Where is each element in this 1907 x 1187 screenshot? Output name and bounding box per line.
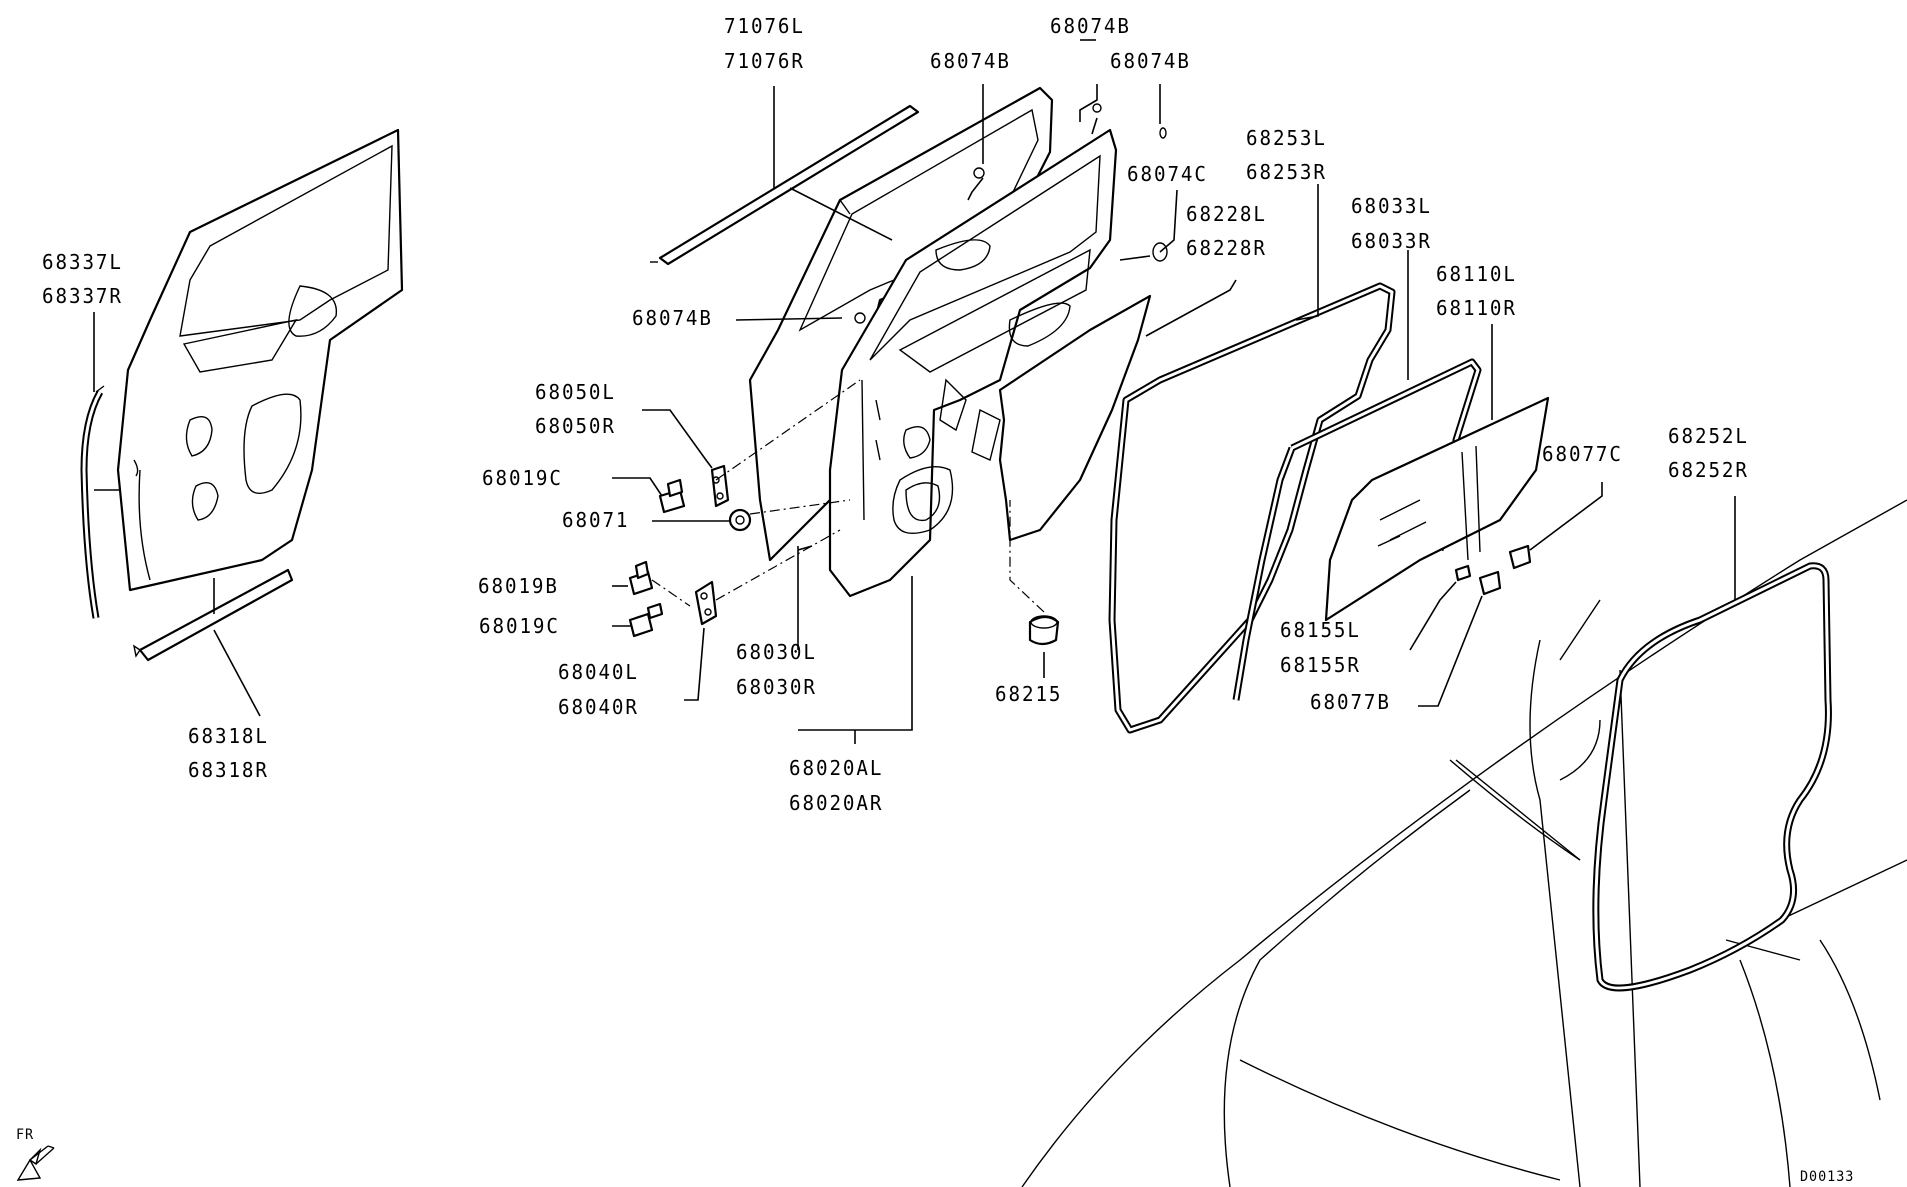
door-glass-68110 <box>1324 396 1550 622</box>
diagram-code: D00133 <box>1800 1169 1855 1185</box>
part-label-68033L: 68033L <box>1351 194 1432 218</box>
part-label-68077C: 68077C <box>1542 442 1623 466</box>
part-label-68337R: 68337R <box>42 284 123 308</box>
lower-strip-68318 <box>132 568 294 662</box>
part-label-68030L: 68030L <box>736 640 817 664</box>
part-label-68253R: 68253R <box>1246 160 1327 184</box>
part-label-68253L: 68253L <box>1246 126 1327 150</box>
door-inner-frame-68020A <box>828 128 1118 598</box>
part-label-68033R: 68033R <box>1351 229 1432 253</box>
part-label-68318R: 68318R <box>188 758 269 782</box>
part-label-68110R: 68110R <box>1436 296 1517 320</box>
part-label-68020AL: 68020AL <box>789 756 884 780</box>
bolt-68019C-lower <box>628 602 664 638</box>
belt-weatherstrip-68337 <box>80 385 105 619</box>
vehicle-body-outline <box>1021 499 1907 1187</box>
part-label-68110L: 68110L <box>1436 262 1517 286</box>
hinge-upper-68050 <box>710 464 730 508</box>
part-label-68030R: 68030R <box>736 675 817 699</box>
part-label-68155R: 68155R <box>1280 653 1361 677</box>
part-label-68020AR: 68020AR <box>789 791 884 815</box>
hinge-lower-68040 <box>694 580 718 626</box>
nut-68071 <box>728 508 752 532</box>
part-label-68074C: 68074C <box>1127 162 1208 186</box>
part-label-68019C-lower: 68019C <box>479 614 560 638</box>
part-label-68155L: 68155L <box>1280 618 1361 642</box>
door-weatherstrip-68253 <box>1108 282 1396 734</box>
part-label-68228R: 68228R <box>1186 236 1267 260</box>
clips-68074 <box>854 103 1168 324</box>
part-label-68318L: 68318L <box>188 724 269 748</box>
door-trim-panel <box>116 128 404 592</box>
part-label-68074B-middle: 68074B <box>632 306 713 330</box>
part-label-68040R: 68040R <box>558 695 639 719</box>
sash-channel-71076 <box>650 104 920 266</box>
front-direction-label: FR <box>16 1127 35 1143</box>
plug-68215 <box>1028 615 1060 646</box>
bolt-68019B <box>628 560 654 596</box>
part-label-68077B: 68077B <box>1310 690 1391 714</box>
part-label-68215: 68215 <box>995 682 1063 706</box>
part-label-68252L: 68252L <box>1668 424 1749 448</box>
part-label-68074B-top-left: 68074B <box>930 49 1011 73</box>
part-label-68074B-top-middle: 68074B <box>1050 14 1131 38</box>
part-label-68228L: 68228L <box>1186 202 1267 226</box>
part-label-68050L: 68050L <box>535 380 616 404</box>
part-label-71076R: 71076R <box>724 49 805 73</box>
front-direction-arrow-icon <box>16 1145 55 1181</box>
part-label-68050R: 68050R <box>535 414 616 438</box>
bolt-68019C-upper <box>658 478 686 514</box>
part-label-68074B-top-right: 68074B <box>1110 49 1191 73</box>
part-label-68019C-upper: 68019C <box>482 466 563 490</box>
bolts-68077 <box>1454 544 1532 596</box>
part-label-68071: 68071 <box>562 508 630 532</box>
part-label-68337L: 68337L <box>42 250 123 274</box>
door-cover-68228 <box>998 294 1152 542</box>
part-label-71076L: 71076L <box>724 14 805 38</box>
leader-lines <box>93 39 1736 744</box>
part-label-68252R: 68252R <box>1668 458 1749 482</box>
body-weatherstrip-68252 <box>1592 562 1832 992</box>
part-label-68019B: 68019B <box>478 574 559 598</box>
part-label-68040L: 68040L <box>558 660 639 684</box>
